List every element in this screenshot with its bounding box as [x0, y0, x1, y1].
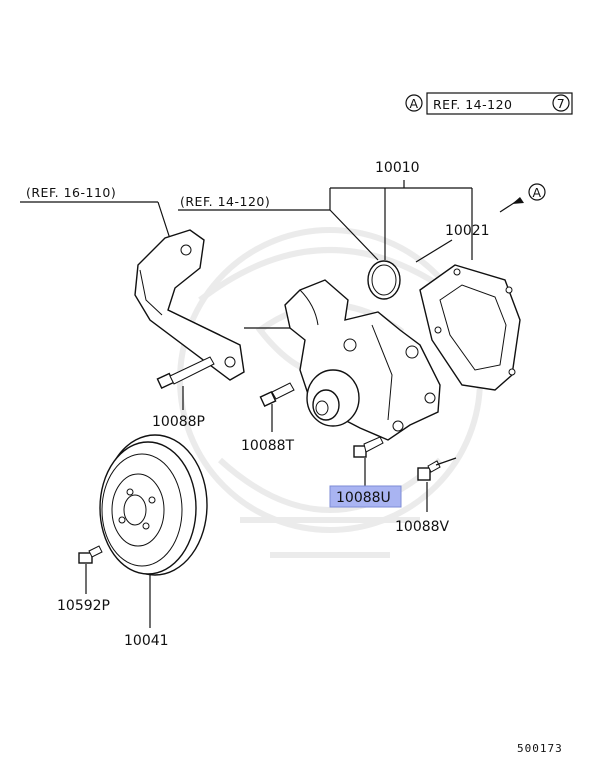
label-10088V: 10088V: [395, 519, 450, 535]
label-10010: 10010: [375, 160, 420, 176]
bolt-10088U: 10088U: [329, 436, 402, 508]
pulley-10041: 10041: [99, 434, 208, 649]
bracket-ref-label: (REF. 16-110): [26, 185, 116, 200]
top-ref-circled-num: 7: [557, 96, 565, 111]
top-reference: A REF. 14-120 7: [405, 92, 573, 115]
seal-parts: 10010 10021 A: [329, 160, 546, 391]
bracket-part: (REF. 16-110): [20, 185, 245, 381]
label-10088U: 10088U: [336, 490, 391, 506]
highlight-10088U: [329, 485, 402, 508]
label-10592P: 10592P: [57, 598, 110, 614]
bolt-10592P: 10592P: [57, 545, 110, 614]
label-10021: 10021: [445, 223, 490, 239]
top-ref-text: REF. 14-120: [433, 97, 513, 112]
label-10041: 10041: [124, 633, 169, 649]
pump-ref-label: (REF. 14-120): [180, 194, 270, 209]
bolt-10088P: 10088P: [152, 356, 215, 430]
water-pump: (REF. 14-120): [178, 194, 441, 441]
arrow-ref-circle-letter: A: [532, 185, 541, 200]
footer-code: 500173: [517, 742, 563, 755]
bolt-10088T: 10088T: [241, 382, 295, 454]
label-10088T: 10088T: [241, 438, 295, 454]
bolt-10088V: 10088V: [395, 457, 457, 535]
label-10088P: 10088P: [152, 414, 205, 430]
top-ref-circle-letter: A: [409, 96, 418, 111]
